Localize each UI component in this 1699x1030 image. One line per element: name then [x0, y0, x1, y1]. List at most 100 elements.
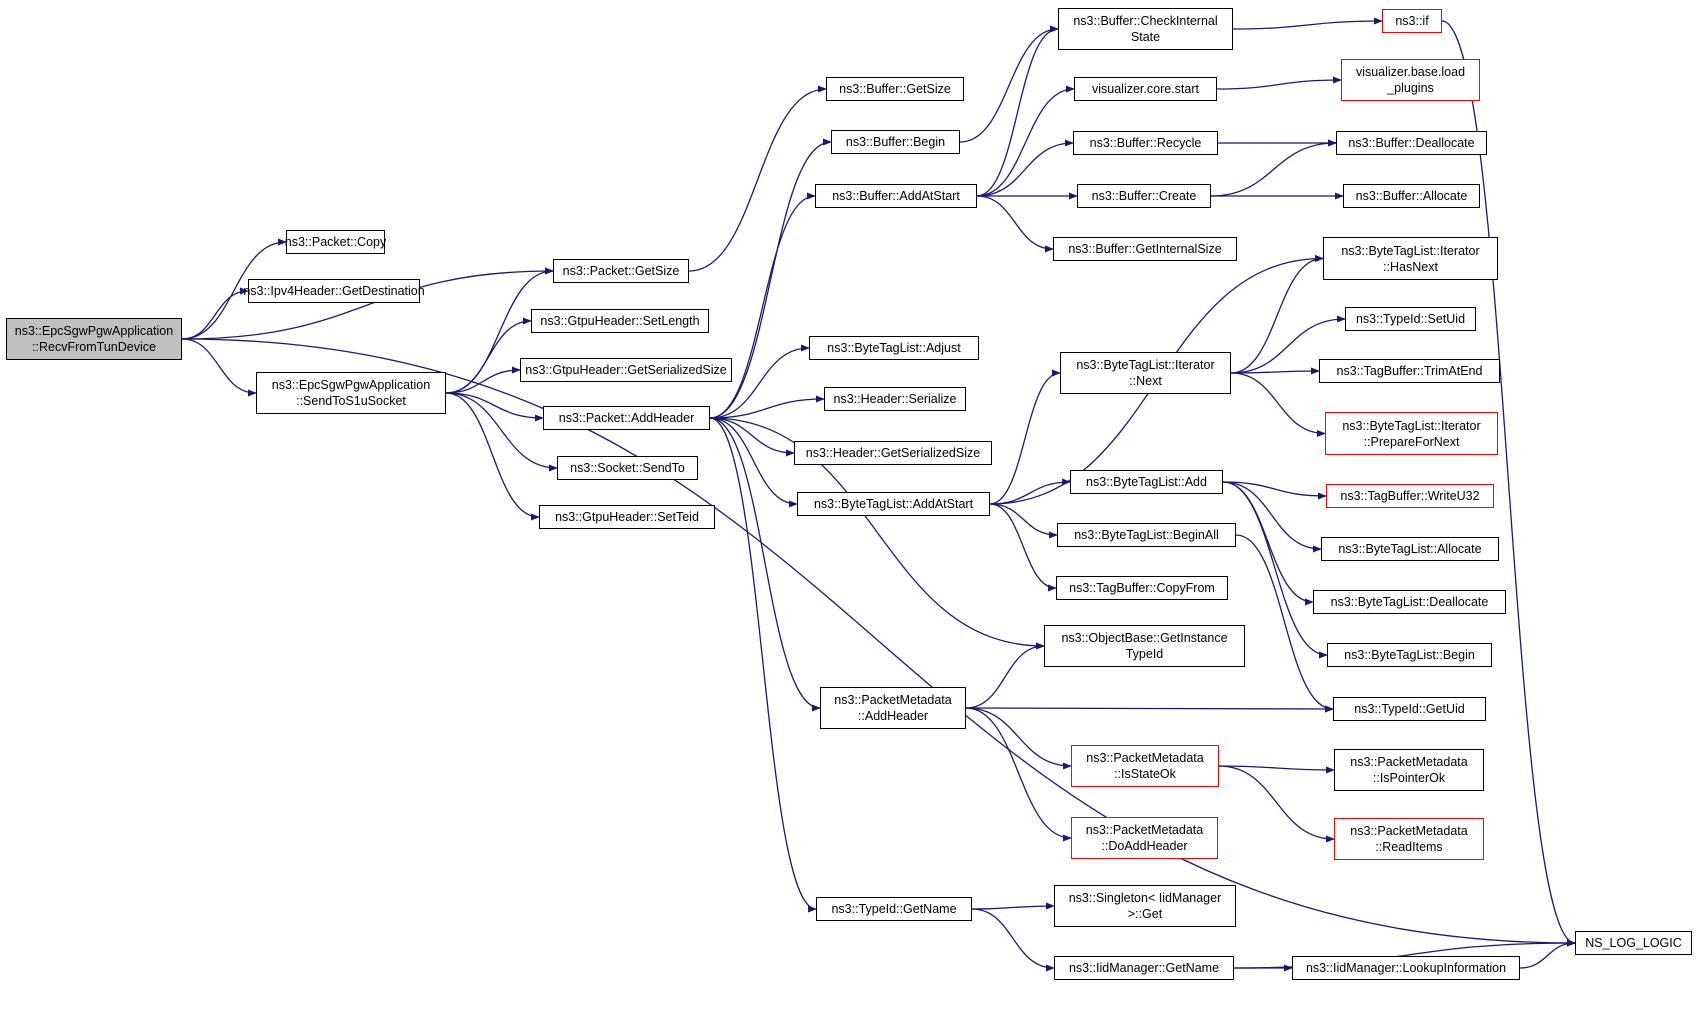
node-typeid-getname[interactable]: ns3::TypeId::GetName: [816, 897, 972, 921]
node-btl-add[interactable]: ns3::ByteTagList::Add: [1070, 470, 1223, 494]
node-tagbuffer-writeu32[interactable]: ns3::TagBuffer::WriteU32: [1326, 484, 1494, 508]
node-buffer-addatstart[interactable]: ns3::Buffer::AddAtStart: [815, 184, 977, 208]
edge-buffer-addatstart-to-buffer-checkinternal: [976, 25, 1059, 197]
node-label-line: visualizer.base.load: [1355, 65, 1466, 79]
edge-buffer-addatstart-to-buffer-getinternalsize: [976, 195, 1054, 253]
edge-btl-iter-next-to-tagbuffer-trimatend: [1230, 367, 1320, 375]
node-label-line: >::Get: [1127, 907, 1163, 921]
edge-iid-lookupinfo-to-ns-log-logic: [1519, 939, 1576, 969]
node-label-line: ns3::ByteTagList::Iterator: [1341, 243, 1480, 258]
node-buffer-recycle[interactable]: ns3::Buffer::Recycle: [1073, 131, 1218, 155]
node-label-line: NS_LOG_LOGIC: [1585, 936, 1682, 950]
edge-pm-addheader-to-pm-isstateok: [965, 707, 1072, 770]
node-label-line: ns3::TypeId::GetUid: [1354, 702, 1465, 716]
node-packet-addheader[interactable]: ns3::Packet::AddHeader: [543, 406, 710, 430]
node-label-line: visualizer.core.start: [1092, 82, 1199, 96]
node-label-line: ns3::Buffer::Begin: [845, 135, 946, 149]
node-label-line: ns3::ByteTagList::Begin: [1344, 648, 1475, 662]
node-tagbuffer-copyfrom[interactable]: ns3::TagBuffer::CopyFrom: [1056, 576, 1228, 600]
node-label-line: ns3::GtpuHeader::GetSerializedSize: [525, 363, 727, 377]
node-vis-core-start[interactable]: visualizer.core.start: [1074, 77, 1217, 101]
node-label-line: ns3::Buffer::GetInternalSize: [1068, 242, 1222, 256]
node-pm-doaddheader[interactable]: ns3::PacketMetadata::DoAddHeader: [1071, 817, 1218, 859]
node-ipv4-getdest[interactable]: ns3::Ipv4Header::GetDestination: [243, 279, 425, 303]
edge-pm-isstateok-to-pm-ispointerok: [1218, 765, 1335, 774]
node-pm-readitems[interactable]: ns3::PacketMetadata::ReadItems: [1334, 818, 1484, 860]
node-iid-getname[interactable]: ns3::IidManager::GetName: [1054, 956, 1234, 980]
node-label-line: ::AddHeader: [857, 709, 929, 723]
node-vis-base-load[interactable]: visualizer.base.load _plugins: [1341, 59, 1480, 101]
node-btl-iter-hasnext[interactable]: ns3::ByteTagList::Iterator::HasNext: [1323, 237, 1498, 280]
node-ns-log-logic[interactable]: NS_LOG_LOGIC: [1575, 931, 1692, 955]
edge-btl-iter-next-to-btl-iter-hasnext: [1230, 254, 1324, 374]
edge-packet-addheader-to-btl-addatstart: [709, 417, 798, 508]
node-send-s1u[interactable]: ns3::EpcSgwPgwApplication::SendToS1uSock…: [256, 372, 446, 414]
edge-pm-addheader-to-typeid-getuid: [965, 705, 1334, 713]
edge-btl-addatstart-to-btl-add: [989, 478, 1071, 505]
edge-packet-addheader-to-header-serialize: [709, 395, 825, 419]
edge-root-to-packet-getsize: [181, 267, 554, 340]
edge-btl-add-to-btl-begin: [1222, 481, 1328, 659]
edge-packet-addheader-to-header-getsersize: [709, 417, 795, 457]
node-gtpu-setteid[interactable]: ns3::GtpuHeader::SetTeid: [539, 505, 715, 529]
node-typeid-setuid[interactable]: ns3::TypeId::SetUid: [1345, 307, 1476, 331]
node-buffer-deallocate[interactable]: ns3::Buffer::Deallocate: [1336, 131, 1487, 155]
node-buffer-allocate[interactable]: ns3::Buffer::Allocate: [1343, 184, 1480, 208]
node-packet-getsize[interactable]: ns3::Packet::GetSize: [553, 259, 689, 283]
node-label-line: ns3::Buffer::Create: [1091, 189, 1197, 203]
node-btl-addatstart[interactable]: ns3::ByteTagList::AddAtStart: [797, 492, 990, 516]
node-tagbuffer-trimatend[interactable]: ns3::TagBuffer::TrimAtEnd: [1319, 359, 1500, 383]
node-btl-deallocate[interactable]: ns3::ByteTagList::Deallocate: [1313, 590, 1506, 614]
edge-ns3-if-to-ns-log-logic: [1441, 20, 1576, 947]
node-gtpu-getsersize[interactable]: ns3::GtpuHeader::GetSerializedSize: [520, 358, 732, 382]
node-packet-copy[interactable]: ns3::Packet::Copy: [285, 230, 386, 254]
node-root[interactable]: ns3::EpcSgwPgwApplication::RecvFromTunDe…: [6, 318, 182, 360]
node-btl-allocate[interactable]: ns3::ByteTagList::Allocate: [1321, 537, 1499, 561]
node-btl-begin[interactable]: ns3::ByteTagList::Begin: [1327, 643, 1492, 667]
edge-send-s1u-to-gtpu-setlength: [445, 317, 532, 394]
node-buffer-begin[interactable]: ns3::Buffer::Begin: [831, 130, 960, 154]
node-iid-lookupinfo[interactable]: ns3::IidManager::LookupInformation: [1292, 956, 1520, 980]
edge-packet-addheader-to-typeid-getname: [709, 417, 817, 913]
node-buffer-create[interactable]: ns3::Buffer::Create: [1077, 184, 1211, 208]
node-label-line: ::IsPointerOk: [1372, 771, 1446, 785]
edge-btl-add-to-btl-allocate: [1222, 481, 1322, 553]
node-label-line: ns3::TagBuffer::TrimAtEnd: [1336, 364, 1483, 378]
node-label-line: ns3::Socket::SendTo: [570, 461, 685, 475]
node-label-line: ns3::TagBuffer::CopyFrom: [1069, 581, 1215, 595]
node-label-line: ns3::EpcSgwPgwApplication: [14, 324, 174, 338]
node-header-getsersize[interactable]: ns3::Header::GetSerializedSize: [794, 441, 992, 465]
node-pm-ispointerok[interactable]: ns3::PacketMetadata::IsPointerOk: [1334, 749, 1484, 791]
node-singleton-get[interactable]: ns3::Singleton< IidManager>::Get: [1054, 885, 1236, 927]
node-btl-iter-next[interactable]: ns3::ByteTagList::Iterator::Next: [1060, 352, 1231, 394]
edge-packet-getsize-to-buffer-getsize: [688, 85, 827, 272]
node-label-line: ns3::ByteTagList::Allocate: [1338, 542, 1482, 556]
node-label-line: ns3::GtpuHeader::SetTeid: [555, 510, 699, 524]
node-label-line: _plugins: [1387, 81, 1434, 95]
node-pm-isstateok[interactable]: ns3::PacketMetadata::IsStateOk: [1071, 745, 1219, 787]
edge-pm-addheader-to-pm-doaddheader: [965, 707, 1072, 842]
node-buffer-getinternalsize[interactable]: ns3::Buffer::GetInternalSize: [1053, 237, 1237, 261]
node-pm-addheader[interactable]: ns3::PacketMetadata::AddHeader: [820, 687, 966, 729]
edge-root-to-send-s1u: [181, 338, 257, 397]
node-label-line: ns3::PacketMetadata: [834, 693, 952, 707]
node-header-serialize[interactable]: ns3::Header::Serialize: [824, 387, 966, 411]
node-buffer-getsize[interactable]: ns3::Buffer::GetSize: [826, 77, 964, 101]
node-btl-iter-prepare[interactable]: ns3::ByteTagList::Iterator::PrepareForNe…: [1325, 412, 1498, 455]
node-ns3-if[interactable]: ns3::if: [1382, 9, 1442, 33]
node-label-line: ns3::Buffer::AddAtStart: [832, 189, 960, 203]
edge-btl-iter-next-to-typeid-setuid: [1230, 315, 1346, 374]
node-label-line: ns3::ByteTagList::Iterator: [1076, 358, 1215, 372]
node-label-line: ns3::Packet::GetSize: [562, 264, 680, 278]
node-label-line: ns3::IidManager::GetName: [1068, 961, 1220, 975]
node-gtpu-setlength[interactable]: ns3::GtpuHeader::SetLength: [531, 309, 709, 333]
node-label-line: ns3::ByteTagList::AddAtStart: [813, 497, 974, 511]
node-btl-adjust[interactable]: ns3::ByteTagList::Adjust: [809, 336, 979, 360]
node-label-line: ns3::TagBuffer::WriteU32: [1340, 489, 1480, 503]
node-typeid-getuid[interactable]: ns3::TypeId::GetUid: [1333, 697, 1486, 721]
node-label-line: ns3::Packet::AddHeader: [558, 411, 695, 425]
node-btl-beginall[interactable]: ns3::ByteTagList::BeginAll: [1057, 523, 1236, 547]
node-socket-sendto[interactable]: ns3::Socket::SendTo: [557, 456, 698, 480]
